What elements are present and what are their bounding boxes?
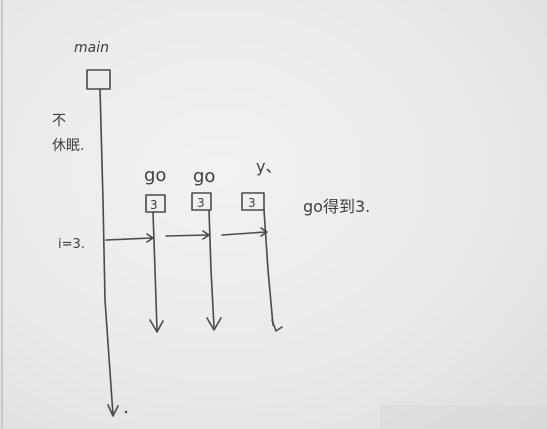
main-timeline bbox=[99, 88, 114, 416]
goroutine-2-box bbox=[191, 192, 212, 211]
main-box bbox=[86, 69, 111, 90]
spawn-arrow-2-head bbox=[202, 230, 210, 240]
goroutine-3-value: 3 bbox=[248, 196, 256, 210]
loop-label: i=3. bbox=[58, 237, 85, 252]
goroutine-2-value: 3 bbox=[197, 196, 205, 210]
goroutine-1-box bbox=[145, 194, 166, 213]
goroutine-3-timeline bbox=[263, 209, 274, 326]
goroutine-2-label: go bbox=[193, 166, 215, 187]
goroutine-3-label: y、 bbox=[256, 157, 281, 176]
spawn-arrow-3 bbox=[221, 231, 267, 236]
goroutine-1-arrowhead bbox=[149, 319, 164, 333]
goroutine-1-timeline bbox=[152, 211, 158, 331]
spawn-arrow-2 bbox=[165, 234, 209, 237]
goroutine-1-value: 3 bbox=[150, 198, 158, 212]
main-label: main bbox=[74, 40, 109, 56]
goroutine-2-arrowhead bbox=[206, 317, 222, 331]
ink-dot bbox=[124, 410, 128, 414]
main-timeline-arrowhead bbox=[107, 404, 119, 417]
goroutine-1-label: go bbox=[144, 165, 166, 186]
board-bottom-shadow bbox=[380, 405, 547, 429]
spawn-arrow-3-head bbox=[260, 227, 268, 237]
goroutine-3-box bbox=[241, 192, 265, 211]
side-note: go得到3. bbox=[303, 197, 370, 216]
goroutine-2-timeline bbox=[208, 209, 215, 328]
spawn-arrow-1 bbox=[105, 237, 153, 241]
main-note-line2: 休眠. bbox=[52, 138, 84, 154]
main-note-line1: 不 bbox=[52, 113, 66, 129]
goroutine-3-arrowhead bbox=[271, 319, 283, 332]
spawn-arrow-1-head bbox=[146, 233, 154, 243]
